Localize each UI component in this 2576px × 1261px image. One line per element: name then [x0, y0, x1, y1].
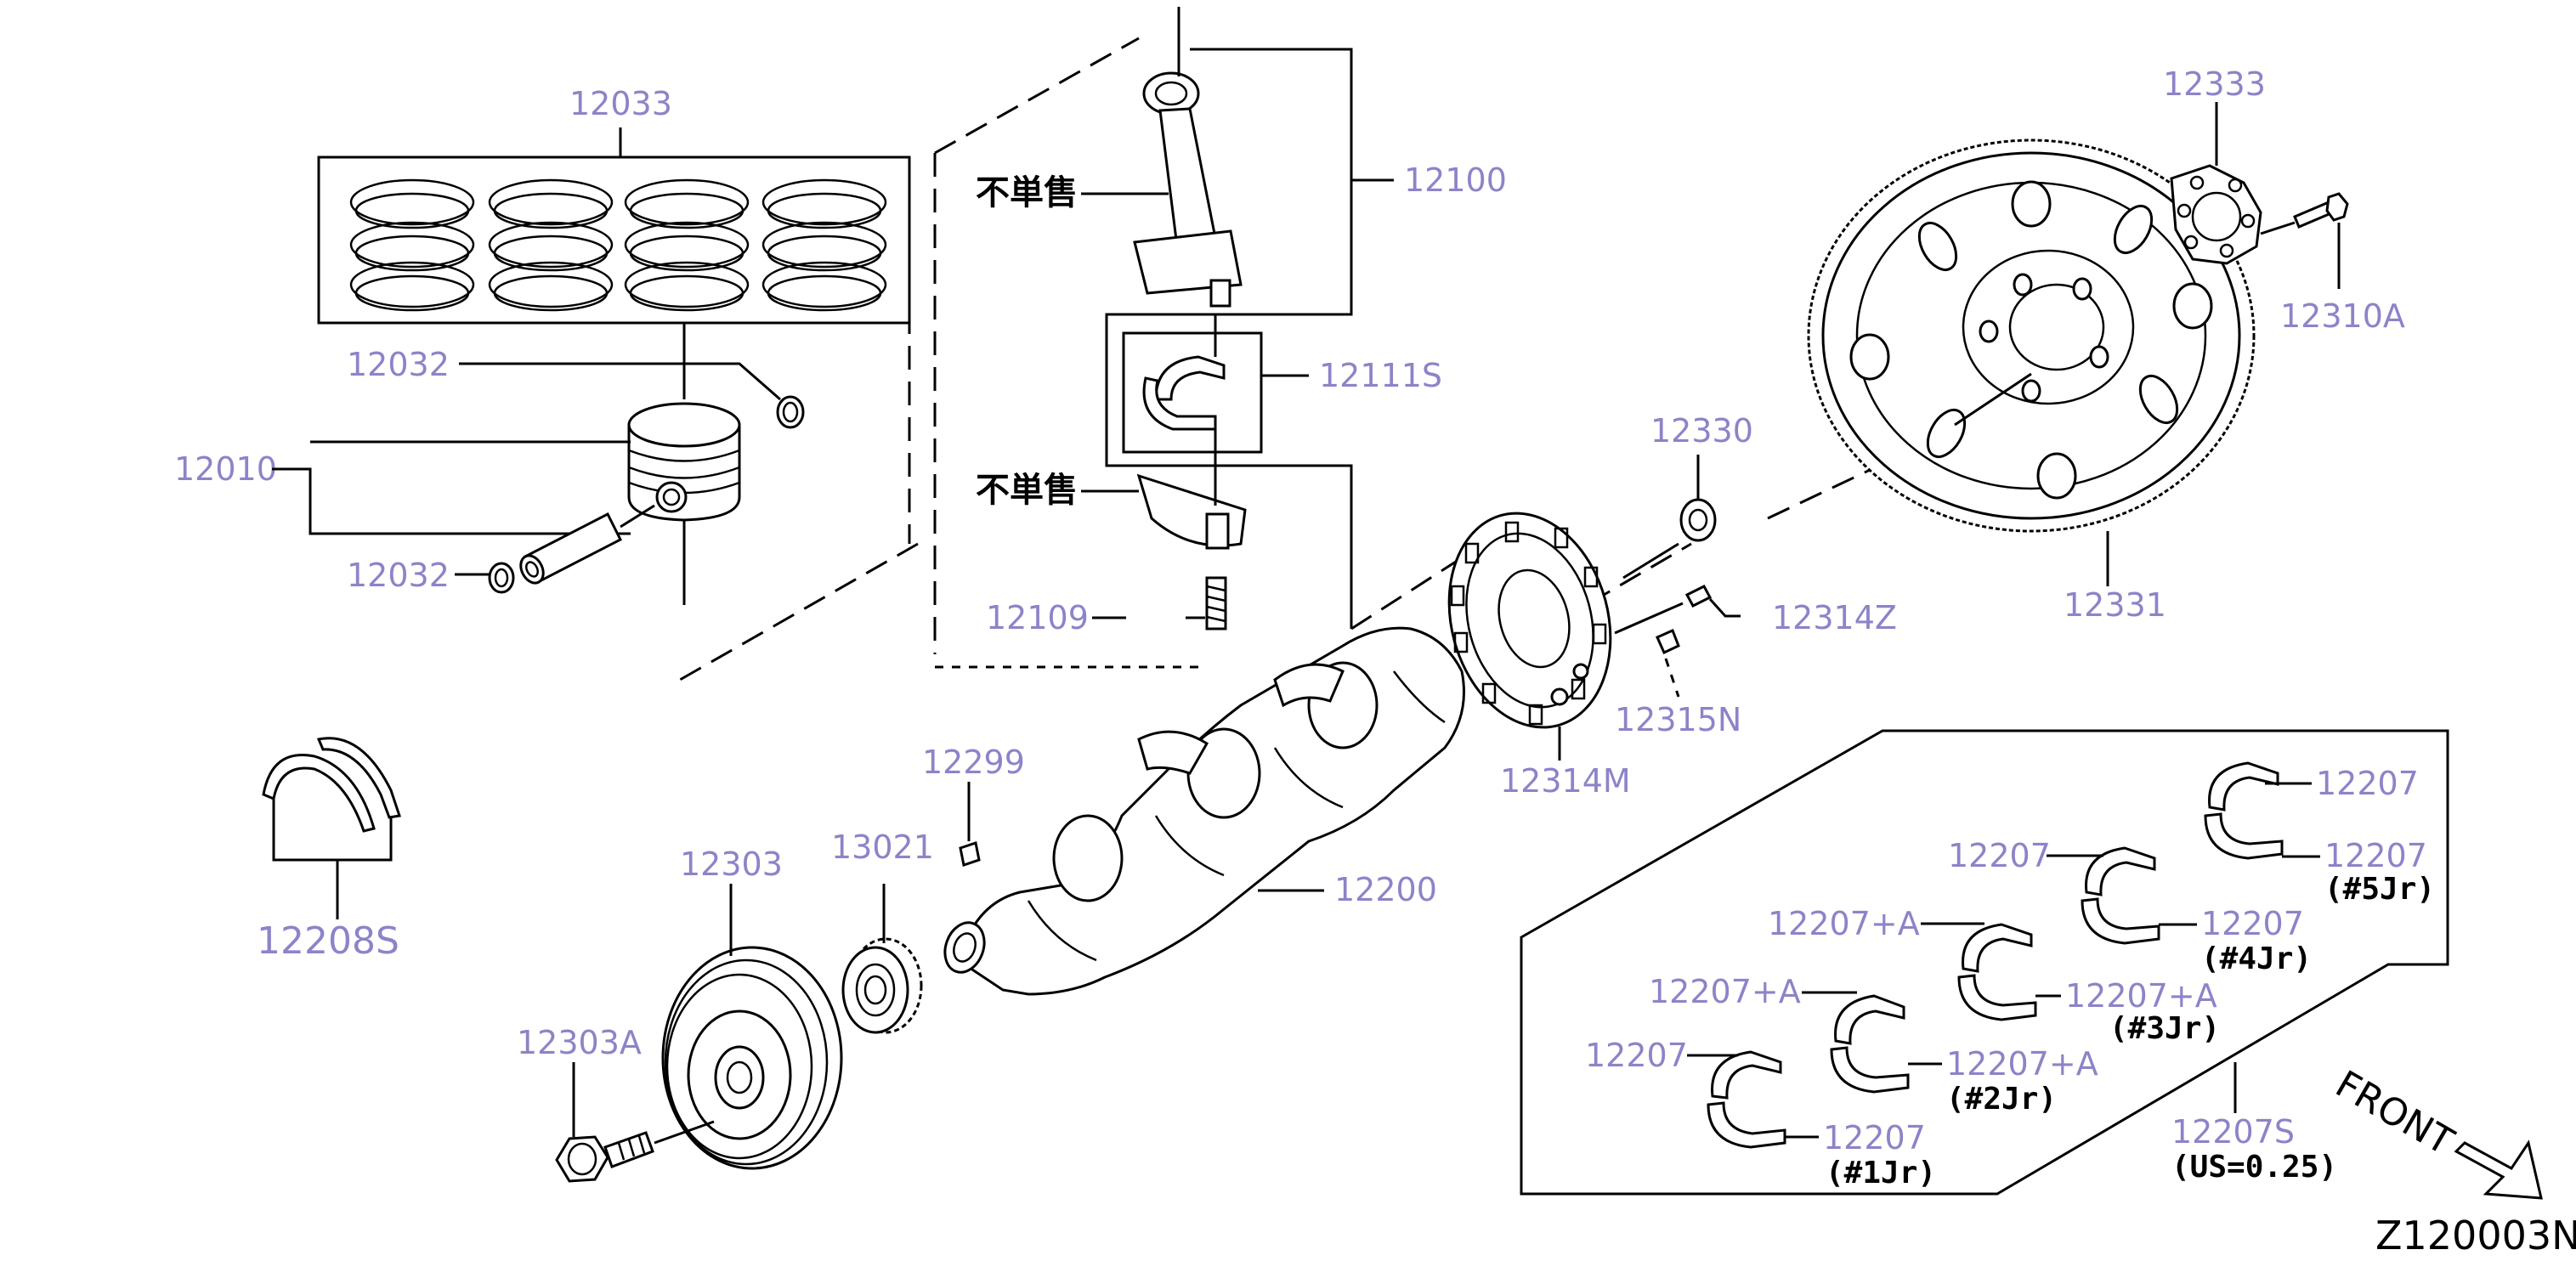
label-jr2-upper[interactable]: 12207+A — [1649, 973, 1801, 1010]
label-jr4-upper[interactable]: 12207 — [1948, 837, 2051, 874]
label-key[interactable]: 12299 — [922, 744, 1025, 781]
connecting-rod[interactable] — [1133, 7, 1243, 308]
main-bearing-jr3[interactable] — [1957, 923, 2037, 1021]
label-flywheel[interactable]: 12331 — [2064, 586, 2166, 624]
label-flywheel-bolt[interactable]: 12310A — [2280, 297, 2405, 335]
label-reinforcement-plate[interactable]: 12333 — [2163, 65, 2266, 103]
label-jr1-upper[interactable]: 12207 — [1585, 1037, 1688, 1074]
snap-ring-upper[interactable] — [776, 395, 805, 429]
label-jr2: (#2Jr) — [1946, 1082, 2057, 1117]
assembly-line-3 — [934, 37, 1140, 155]
label-main-bearing-set[interactable]: 12207S — [2171, 1113, 2295, 1151]
label-conrod-bearing-set[interactable]: 12111S — [1319, 357, 1442, 394]
assembly-line-1 — [679, 542, 919, 681]
front-label: FRONT — [2329, 1062, 2461, 1163]
label-main-bearing-note: (US=0.25) — [2171, 1150, 2337, 1185]
label-snap-ring-upper[interactable]: 12032 — [347, 346, 450, 383]
label-jr4-lower[interactable]: 12207 — [2201, 905, 2304, 942]
label-jr3-upper[interactable]: 12207+A — [1768, 905, 1920, 942]
label-snap-ring-lower[interactable]: 12032 — [347, 557, 450, 594]
label-sprocket[interactable]: 13021 — [831, 828, 934, 866]
signal-plate-bolt[interactable] — [1656, 628, 1680, 698]
assembly-line-6 — [1350, 551, 1471, 630]
label-jr3: (#3Jr) — [2109, 1011, 2220, 1046]
pulley-bolt[interactable] — [555, 1062, 715, 1183]
label-crank-pulley[interactable]: 12303 — [680, 845, 783, 883]
label-jr4: (#4Jr) — [2201, 942, 2312, 976]
label-piston[interactable]: 12010 — [174, 450, 277, 488]
front-arrow: FRONT — [2329, 1062, 2543, 1200]
label-jr1-lower[interactable]: 12207 — [1823, 1119, 1926, 1156]
main-bearing-jr2[interactable] — [1830, 994, 1910, 1094]
conrod-bolt[interactable] — [1205, 576, 1227, 630]
snap-ring-lower[interactable] — [488, 562, 515, 594]
diagram-code: Z120003N — [2375, 1213, 2576, 1258]
conrod-bearing-set[interactable] — [1122, 314, 1263, 506]
main-bearing-jr4[interactable] — [2081, 846, 2160, 945]
piston[interactable] — [627, 402, 741, 605]
flywheel-bolt[interactable] — [2260, 192, 2349, 289]
sprocket[interactable] — [841, 884, 923, 1034]
pilot-bushing[interactable] — [1622, 455, 1717, 580]
assembly-line-7 — [1588, 542, 1692, 605]
piston-ring-set[interactable] — [317, 127, 911, 399]
main-bearing-set-frame — [1520, 729, 2449, 1196]
flywheel[interactable] — [1807, 139, 2256, 586]
label-jr5: (#5Jr) — [2324, 872, 2435, 907]
label-jr2-lower[interactable]: 12207+A — [1946, 1045, 2098, 1083]
reinforcement-plate[interactable] — [2170, 102, 2262, 265]
dowel-pin[interactable] — [1614, 585, 1741, 635]
label-jr3-lower[interactable]: 12207+A — [2065, 977, 2217, 1015]
key[interactable] — [959, 841, 981, 867]
label-pilot-bushing[interactable]: 12330 — [1650, 412, 1753, 450]
thrust-washer[interactable] — [262, 737, 401, 919]
note-not-sold-rod: 不単售 — [976, 173, 1078, 212]
label-connecting-rod[interactable]: 12100 — [1404, 161, 1507, 199]
note-not-sold-cap: 不単售 — [976, 471, 1078, 510]
main-bearing-jr5[interactable] — [2204, 761, 2284, 860]
label-conrod-bolt[interactable]: 12109 — [986, 599, 1089, 636]
signal-plate[interactable] — [1426, 495, 1633, 761]
main-bearing-jr1[interactable] — [1707, 1050, 1786, 1149]
label-jr5-upper[interactable]: 12207 — [2316, 765, 2419, 802]
label-piston-ring-set[interactable]: 12033 — [569, 85, 672, 122]
crankshaft[interactable] — [938, 626, 1465, 996]
conrod-cap[interactable] — [1136, 473, 1247, 550]
crank-pulley[interactable] — [661, 884, 843, 1170]
label-pulley-bolt[interactable]: 12303A — [517, 1024, 642, 1061]
label-jr1: (#1Jr) — [1826, 1156, 1936, 1190]
label-thrust-washer[interactable]: 12208S — [257, 919, 399, 963]
label-dowel-pin[interactable]: 12314Z — [1772, 599, 1897, 636]
label-signal-plate[interactable]: 12314M — [1500, 762, 1631, 800]
label-signal-plate-bolt[interactable]: 12315N — [1615, 701, 1741, 738]
label-jr5-lower[interactable]: 12207 — [2324, 837, 2427, 874]
label-crankshaft[interactable]: 12200 — [1334, 871, 1437, 908]
piston-pin[interactable] — [517, 504, 655, 587]
